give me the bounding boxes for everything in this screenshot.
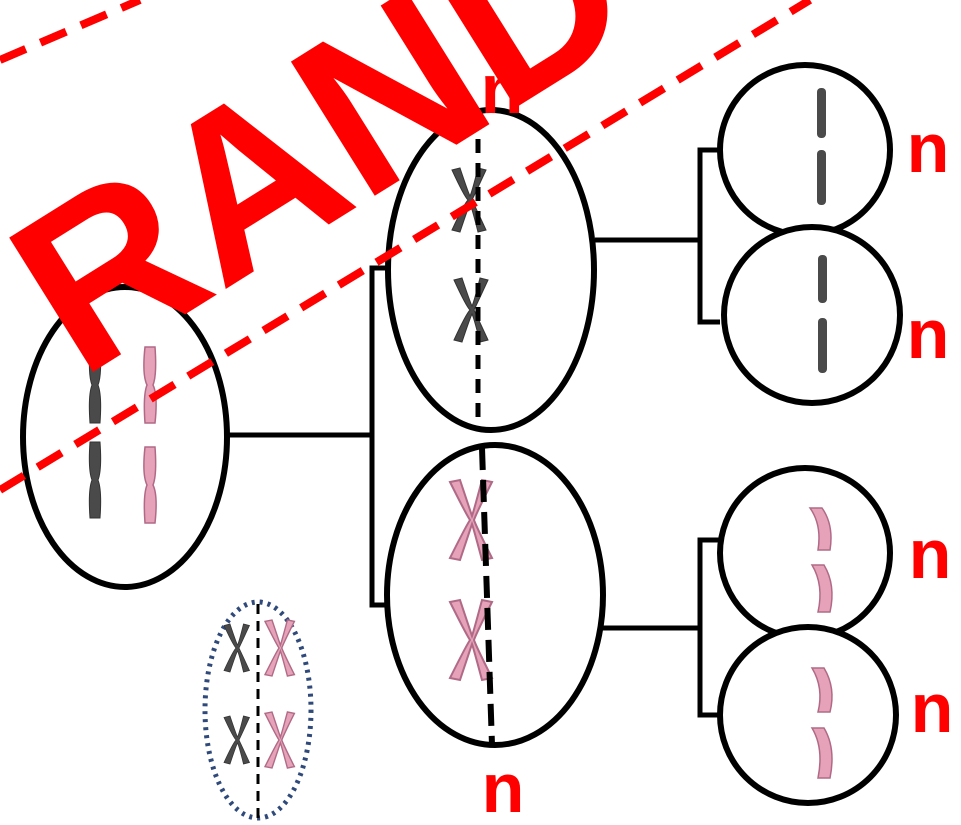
lower-bracket (697, 537, 722, 718)
daughter-1-label: n (907, 109, 950, 187)
upper-cell-label: n (481, 50, 524, 128)
daughter-cell-4 (717, 624, 899, 806)
daughter-4-label: n (911, 669, 954, 747)
equator-line (479, 447, 495, 746)
parent-cell (20, 284, 230, 590)
connector-lines (228, 147, 722, 718)
watermark-line-top (0, 0, 142, 64)
upper-secondary-cell (385, 107, 597, 433)
daughter-3-label: n (909, 515, 952, 593)
watermark-line-bottom (0, 0, 813, 494)
daughter-cell-3 (717, 465, 893, 641)
lower-secondary-cell (384, 442, 606, 748)
upper-bracket (697, 147, 720, 325)
daughter-2-label: n (907, 295, 950, 373)
parent-bracket (369, 265, 388, 608)
daughter-cell-1 (717, 62, 893, 238)
bivalent-example-cell (202, 599, 314, 821)
lower-cell-label: n (482, 749, 525, 825)
daughter-cell-2 (721, 224, 903, 406)
